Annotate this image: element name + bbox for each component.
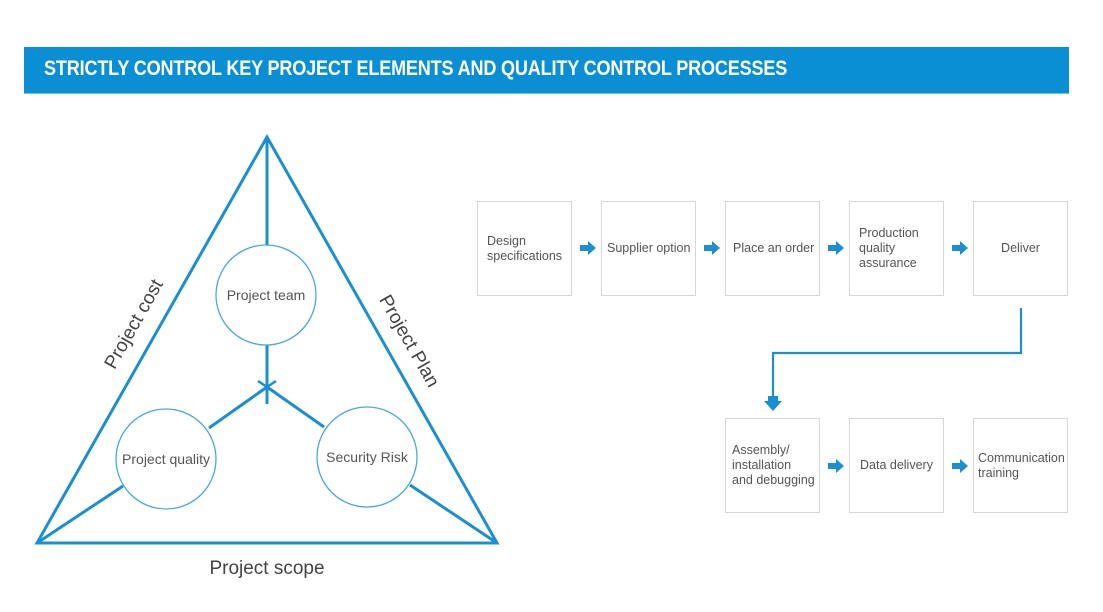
right-arrow-icon xyxy=(704,241,720,255)
step-label: Design specifications xyxy=(487,233,563,263)
side-label-project-plan: Project Plan xyxy=(374,292,443,392)
process-step-supplier-option: Supplier option xyxy=(601,201,696,296)
page-title: STRICTLY CONTROL KEY PROJECT ELEMENTS AN… xyxy=(44,57,788,80)
title-banner: STRICTLY CONTROL KEY PROJECT ELEMENTS AN… xyxy=(24,47,1069,94)
right-arrow-icon xyxy=(828,459,844,473)
node-label: Project team xyxy=(227,287,306,303)
process-step-data-delivery: Data delivery xyxy=(849,418,944,513)
process-step-assembly-installation-debugging: Assembly/ installation and debugging xyxy=(725,418,820,513)
triangle-outline xyxy=(34,133,500,545)
step-label: Data delivery xyxy=(860,458,933,472)
process-step-place-an-order: Place an order xyxy=(725,201,820,296)
spoke-center-right xyxy=(266,385,325,429)
process-step-design-specifications: Design specifications xyxy=(477,201,572,296)
spoke-left-vertex xyxy=(36,484,124,545)
process-step-production-quality-assurance: Production quality assurance xyxy=(849,201,944,296)
side-label-project-cost: Project cost xyxy=(101,275,169,372)
node-project-team: Project team xyxy=(215,244,317,346)
process-step-deliver: Deliver xyxy=(973,201,1068,296)
step-label: Place an order xyxy=(733,241,815,255)
node-project-quality: Project quality xyxy=(115,408,217,510)
right-arrow-icon xyxy=(580,241,596,255)
spoke-center-left xyxy=(208,385,268,430)
spoke-right-vertex xyxy=(409,483,498,545)
process-step-communication-training: Communication training xyxy=(973,418,1068,513)
step-label: Communication training xyxy=(978,450,1065,480)
node-security-risk: Security Risk xyxy=(316,406,418,508)
down-arrow-icon xyxy=(764,396,782,411)
junction-mark xyxy=(257,379,277,395)
step-label: Assembly/ installation and debugging xyxy=(732,443,815,487)
step-label: Supplier option xyxy=(607,241,691,255)
step-label: Deliver xyxy=(1001,241,1040,255)
node-label: Project quality xyxy=(122,451,210,467)
right-arrow-icon xyxy=(952,459,968,473)
connector-line xyxy=(771,308,1023,398)
step-label: Production quality assurance xyxy=(859,226,919,270)
node-label: Security Risk xyxy=(326,449,409,465)
side-label-project-scope: Project scope xyxy=(209,558,324,579)
right-arrow-icon xyxy=(952,241,968,255)
right-arrow-icon xyxy=(828,241,844,255)
